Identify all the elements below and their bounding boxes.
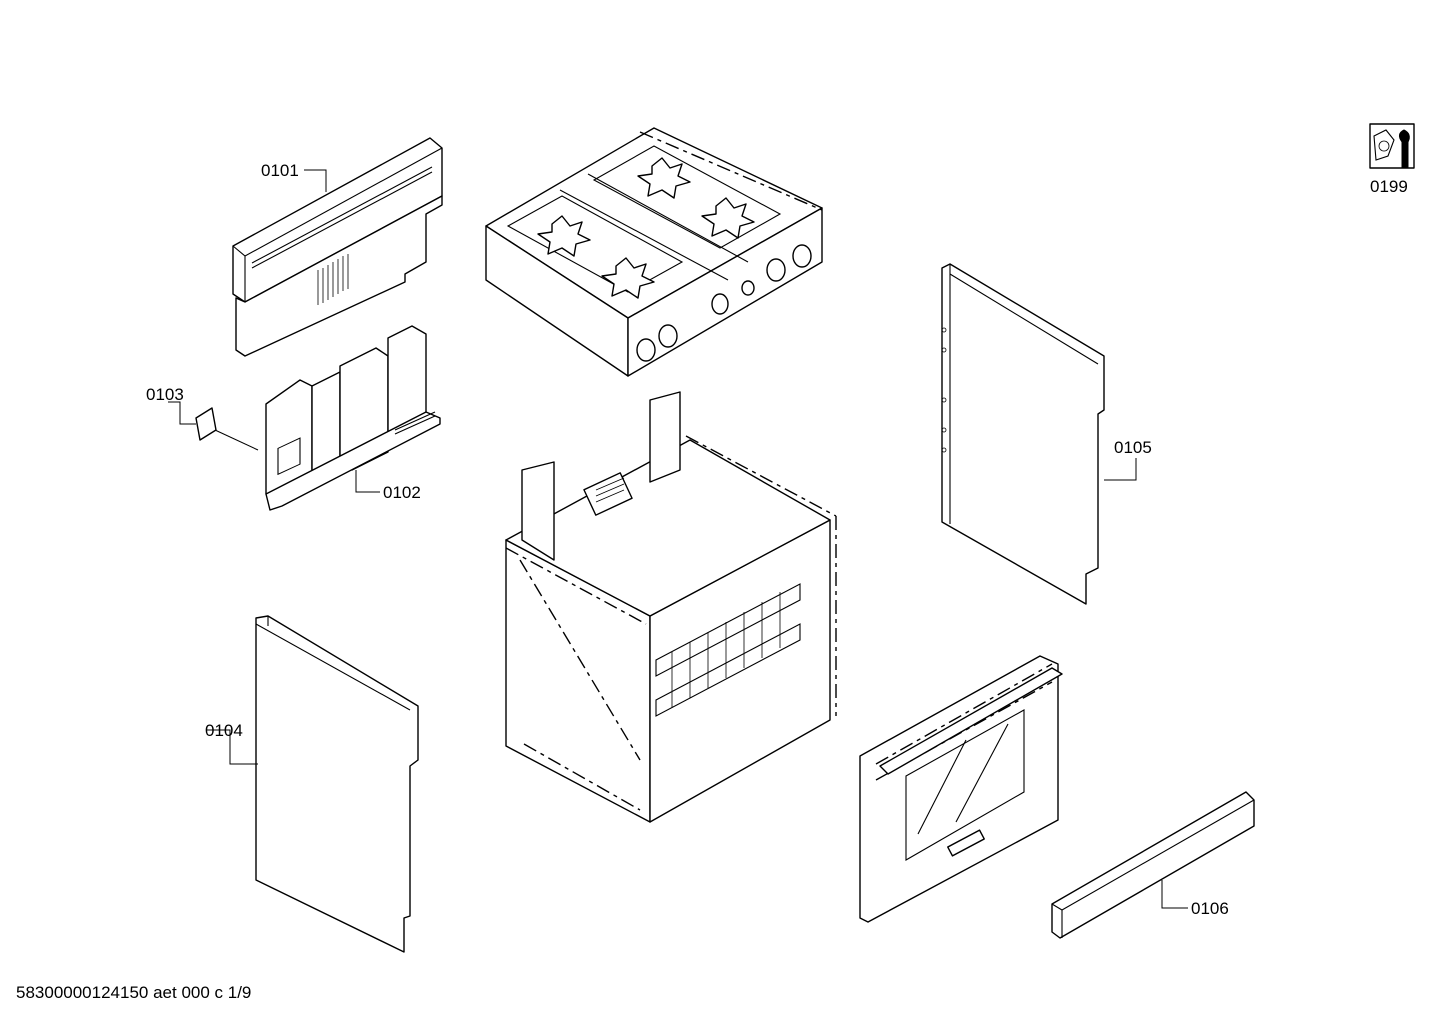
part-0105-side-panel[interactable] xyxy=(941,263,1105,605)
label-0103: 0103 xyxy=(146,385,184,404)
part-0103-bracket[interactable] xyxy=(195,407,259,451)
label-0102: 0102 xyxy=(383,483,421,502)
oven-door xyxy=(859,655,1063,923)
control-knobs xyxy=(636,244,812,362)
oven-racks xyxy=(655,583,801,717)
vent-grille xyxy=(317,254,349,305)
burner-grates xyxy=(537,157,755,299)
label-0199: 0199 xyxy=(1370,177,1408,196)
label-0106: 0106 xyxy=(1191,899,1229,918)
cooktop-assembly xyxy=(485,127,823,377)
label-0104: 0104 xyxy=(205,721,243,740)
oven-cavity-frame xyxy=(505,391,837,823)
part-0102-inner-back[interactable] xyxy=(265,325,441,511)
leader-lines xyxy=(168,169,1188,909)
label-0101: 0101 xyxy=(261,161,299,180)
drawing-reference-footer: 58300000124150 aet 000 c 1/9 xyxy=(16,983,251,1002)
part-0104-side-panel[interactable] xyxy=(255,615,419,953)
label-0105: 0105 xyxy=(1114,438,1152,457)
wrench-nut-icon xyxy=(1373,129,1410,169)
part-0199-service-kit[interactable] xyxy=(1369,123,1415,169)
convection-fan xyxy=(583,472,633,516)
part-0101-rear-panel[interactable] xyxy=(232,137,443,357)
part-0106-kick-panel[interactable] xyxy=(1051,791,1255,939)
